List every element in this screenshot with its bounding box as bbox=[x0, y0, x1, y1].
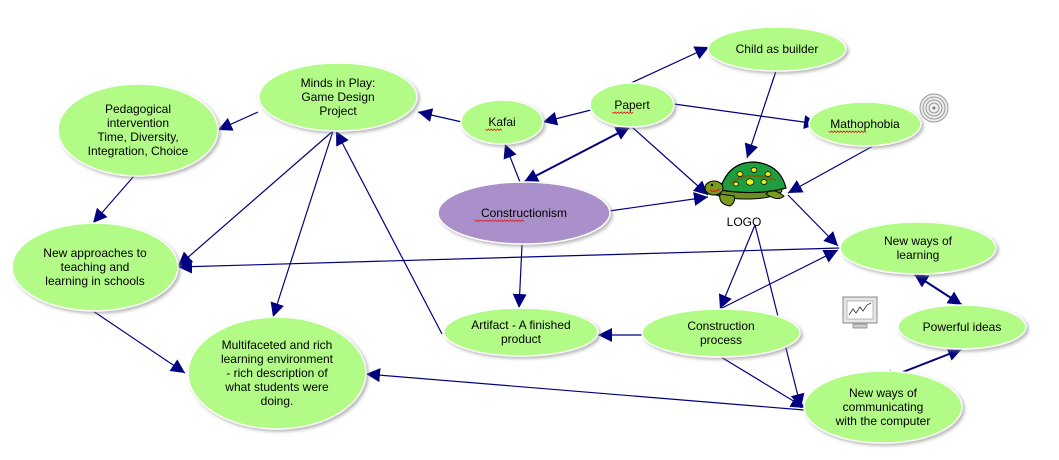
edges-layer bbox=[92, 46, 963, 411]
edge-papert-to-mathophobia[interactable] bbox=[673, 103, 819, 130]
edge-new-ways-learning-to-new-approaches[interactable] bbox=[177, 247, 841, 274]
node-shape[interactable] bbox=[437, 181, 611, 245]
node-shape[interactable] bbox=[808, 101, 922, 147]
node-label: Papert bbox=[614, 98, 650, 112]
spellcheck-underline bbox=[611, 111, 634, 115]
node-label: Powerful ideas bbox=[923, 320, 1002, 334]
spellcheck-underline bbox=[474, 219, 525, 223]
edge-constructionism-to-papert[interactable] bbox=[523, 126, 631, 183]
monitor-chart-icon bbox=[842, 296, 878, 329]
node-label: teaching and bbox=[61, 260, 130, 274]
node-label: Multifaceted and rich bbox=[222, 338, 333, 352]
edge-pedagogical-to-new-approaches[interactable] bbox=[92, 175, 135, 224]
node-label: what students were bbox=[224, 380, 329, 394]
node-label: Artifact - A finished bbox=[471, 318, 570, 332]
node-label: Minds in Play: bbox=[301, 76, 376, 90]
node-label: learning environment bbox=[221, 352, 334, 366]
spiral-icon bbox=[919, 93, 949, 123]
edge-kafai-to-minds[interactable] bbox=[417, 108, 463, 123]
node-child[interactable]: Child as builder bbox=[707, 26, 847, 72]
edge-minds-to-multifaceted[interactable] bbox=[270, 130, 334, 318]
node-label: communicating bbox=[843, 400, 924, 414]
node-label: doing. bbox=[261, 394, 294, 408]
node-shape[interactable] bbox=[641, 308, 801, 358]
node-label: Time, Diversity, bbox=[97, 130, 178, 144]
node-shape[interactable] bbox=[187, 316, 367, 430]
node-label: Game Design bbox=[301, 90, 374, 104]
node-label: product bbox=[501, 332, 542, 346]
node-papert[interactable]: Papert bbox=[589, 82, 675, 128]
node-label: intervention bbox=[107, 116, 169, 130]
edge-child-to-logo[interactable] bbox=[744, 70, 777, 159]
node-shape[interactable] bbox=[443, 307, 599, 357]
edge-constructionism-to-artifact[interactable] bbox=[512, 244, 527, 309]
node-mathophobia[interactable]: Mathophobia bbox=[808, 101, 922, 147]
turtle-icon bbox=[704, 161, 787, 207]
edge-communicating-to-multifaceted[interactable] bbox=[365, 368, 805, 411]
node-label: learning bbox=[897, 248, 940, 262]
node-label: Pedagogical bbox=[105, 102, 171, 116]
node-shape[interactable] bbox=[460, 99, 544, 145]
node-shape[interactable] bbox=[11, 222, 179, 312]
edge-constructionism-to-kafai[interactable] bbox=[503, 143, 521, 183]
node-label: Kafai bbox=[488, 115, 515, 129]
edge-papert-to-kafai[interactable] bbox=[542, 109, 592, 126]
node-label: Mathophobia bbox=[830, 117, 900, 131]
spellcheck-underline bbox=[485, 128, 503, 132]
edge-papert-to-child[interactable] bbox=[630, 46, 710, 84]
node-shape[interactable] bbox=[839, 221, 997, 275]
node-logo[interactable]: LOGO bbox=[704, 161, 787, 229]
edge-logo-to-new-ways-learning[interactable] bbox=[787, 194, 839, 247]
edge-papert-to-logo[interactable] bbox=[631, 126, 709, 196]
node-kafai[interactable]: Kafai bbox=[460, 99, 544, 145]
node-label: with the computer bbox=[835, 414, 931, 428]
node-label: Integration, Choice bbox=[88, 144, 189, 158]
spellcheck-underline bbox=[828, 130, 867, 134]
node-label: New ways of bbox=[884, 234, 953, 248]
node-label: Construction bbox=[687, 319, 754, 333]
edge-construction-to-communicating[interactable] bbox=[720, 356, 806, 409]
node-powerful[interactable]: Powerful ideas bbox=[897, 304, 1027, 350]
node-label: Child as builder bbox=[736, 42, 819, 56]
node-shape[interactable] bbox=[897, 304, 1027, 350]
edge-minds-to-pedagogical[interactable] bbox=[217, 111, 259, 131]
edge-minds-to-new-approaches[interactable] bbox=[177, 130, 334, 267]
node-constructionism[interactable]: Constructionism bbox=[437, 181, 611, 245]
decorations-layer bbox=[842, 93, 949, 329]
node-label: process bbox=[700, 333, 742, 347]
edge-construction-to-new-ways-learning[interactable] bbox=[719, 249, 839, 310]
node-shape[interactable] bbox=[707, 26, 847, 72]
edge-artifact-to-minds[interactable] bbox=[335, 130, 443, 335]
node-shape[interactable] bbox=[258, 62, 418, 132]
node-label: - rich description of bbox=[226, 366, 328, 380]
edge-mathophobia-to-logo[interactable] bbox=[787, 145, 874, 194]
node-label: New ways of bbox=[849, 386, 918, 400]
edge-new-approaches-to-multifaceted[interactable] bbox=[92, 310, 186, 374]
edge-logo-to-construction[interactable] bbox=[718, 224, 756, 310]
edge-new-ways-learning-to-powerful[interactable] bbox=[913, 273, 963, 306]
node-shape[interactable] bbox=[57, 83, 219, 177]
node-shape[interactable] bbox=[803, 370, 963, 444]
node-label: learning in schools bbox=[45, 274, 144, 288]
node-shape[interactable] bbox=[589, 82, 675, 128]
node-label: Constructionism bbox=[481, 206, 567, 220]
edge-constructionism-to-logo[interactable] bbox=[608, 192, 709, 212]
node-label: LOGO bbox=[727, 215, 762, 229]
node-label: Project bbox=[319, 104, 357, 118]
node-label: New approaches to bbox=[43, 246, 147, 260]
